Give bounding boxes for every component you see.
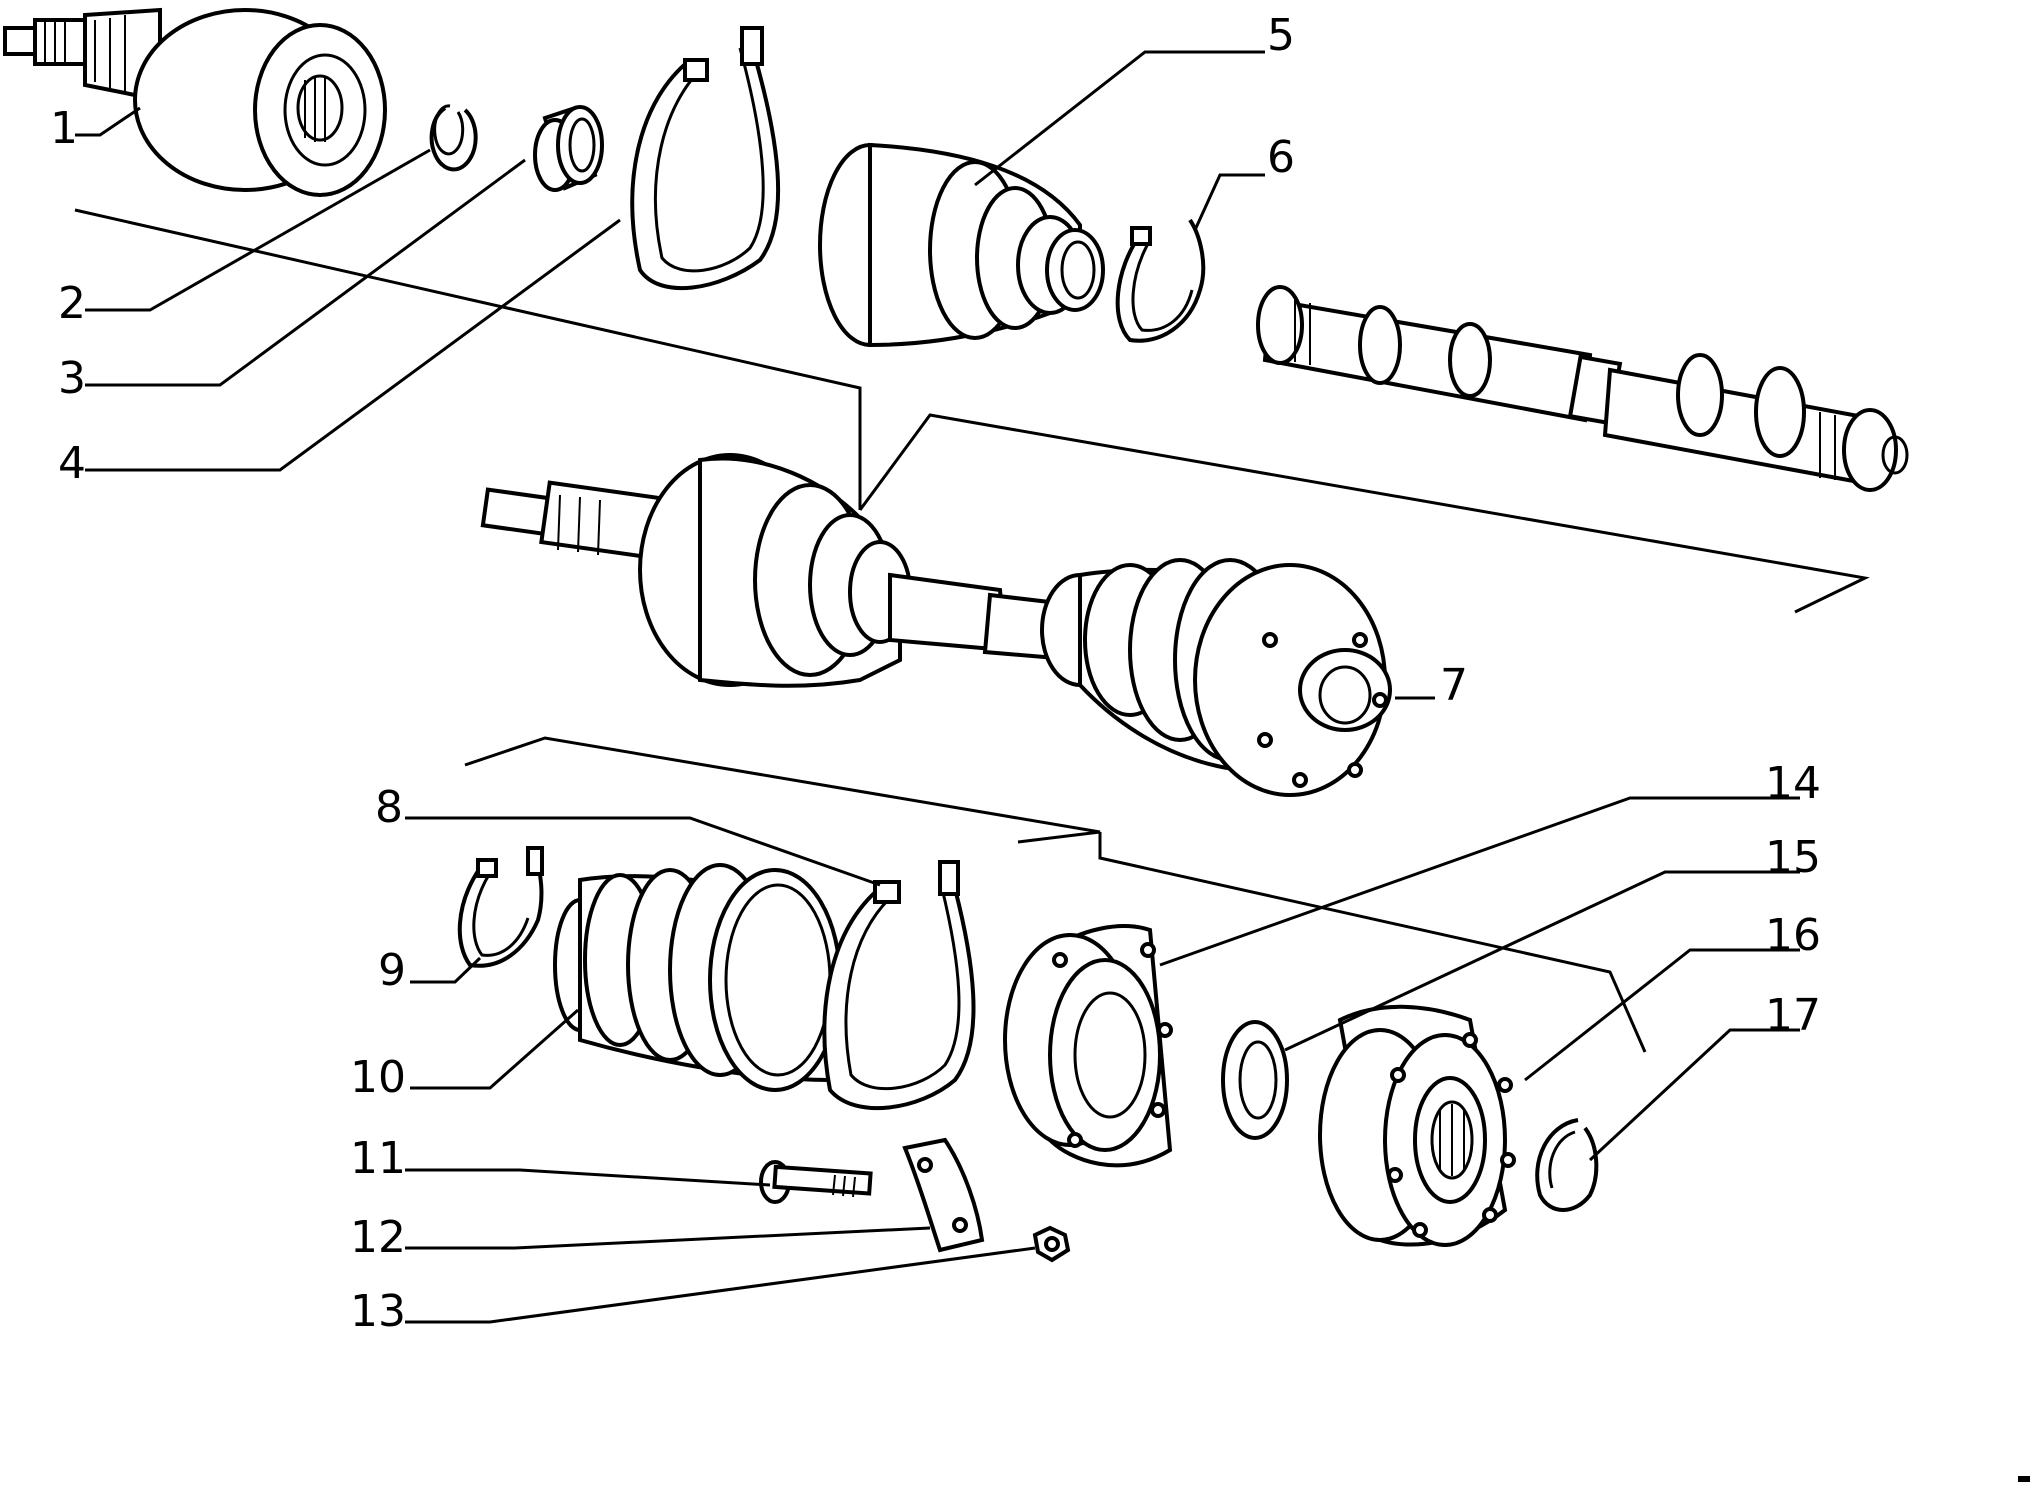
callout-16: 16 [1765, 910, 1821, 961]
callout-15: 15 [1765, 832, 1821, 883]
callout-9: 9 [378, 945, 406, 996]
part-4-clamp-band [630, 26, 781, 291]
part-14-flange [1003, 924, 1173, 1168]
part-8-clamp-band [822, 860, 976, 1111]
part-1-outer-cv-joint [3, 7, 387, 197]
callout-10: 10 [350, 1052, 406, 1103]
callout-12: 12 [350, 1212, 406, 1263]
part-3-bush [533, 105, 604, 192]
callout-4: 4 [58, 438, 86, 489]
assembly-bracket-lines [74, 208, 1870, 1053]
callout-8: 8 [375, 782, 403, 833]
callout-labels: 1 2 3 4 5 6 7 8 9 10 11 12 13 14 15 16 1… [50, 10, 1821, 1337]
callout-11: 11 [350, 1133, 406, 1184]
part-17-circlip [1535, 1118, 1599, 1212]
callout-6: 6 [1267, 132, 1295, 183]
part-10-inner-boot [553, 863, 842, 1092]
part-16-inner-cv-joint [1318, 1004, 1516, 1247]
part-5-outer-boot [818, 142, 1105, 348]
part-11-bolt [759, 1160, 873, 1204]
callout-2: 2 [58, 278, 86, 329]
leader-lines [75, 50, 1800, 1324]
part-12-plate [902, 1137, 985, 1253]
part-13-nut [1032, 1225, 1071, 1263]
callout-13: 13 [350, 1286, 406, 1337]
callout-17: 17 [1765, 990, 1821, 1041]
callout-7: 7 [1440, 660, 1468, 711]
callout-3: 3 [58, 353, 86, 404]
part-15-washer [1221, 1020, 1289, 1140]
corner-mark [2018, 1476, 2030, 1482]
callout-5: 5 [1267, 10, 1295, 61]
callout-1: 1 [50, 103, 78, 154]
part-7-axle-assembly [480, 453, 1392, 797]
part-9-small-clamp [457, 846, 544, 968]
part-6-small-clamp [1115, 218, 1206, 343]
part-drive-shaft [1256, 285, 1909, 492]
callout-14: 14 [1765, 758, 1821, 809]
part-2-circlip [429, 104, 478, 172]
